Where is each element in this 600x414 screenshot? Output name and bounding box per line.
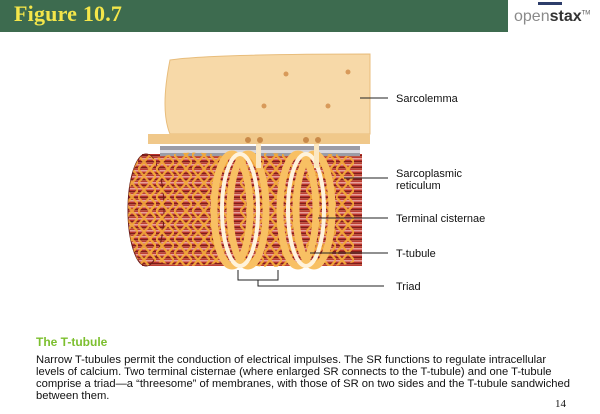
sarcolemma bbox=[148, 54, 370, 144]
label-sarcolemma: Sarcolemma bbox=[396, 93, 458, 105]
logo-light-text: open bbox=[514, 8, 550, 25]
section-title: The T-tubule bbox=[36, 335, 107, 349]
label-sarcoplasmic-line2: reticulum bbox=[396, 180, 462, 192]
logo-bold-text: stax bbox=[550, 8, 582, 25]
caption-text: Narrow T-tubules permit the conduction o… bbox=[36, 354, 576, 402]
label-terminal-cisternae: Terminal cisternae bbox=[396, 213, 485, 225]
label-t-tubule: T-tubule bbox=[396, 248, 436, 260]
page-number: 14 bbox=[555, 398, 566, 410]
label-triad: Triad bbox=[396, 281, 421, 293]
label-sarcoplasmic-line1: Sarcoplasmic bbox=[396, 168, 462, 180]
label-sarcoplasmic-reticulum: Sarcoplasmic reticulum bbox=[396, 168, 462, 192]
logo-trademark: TM bbox=[582, 11, 591, 17]
triad-bracket bbox=[238, 270, 384, 286]
t-tubule-diagram bbox=[120, 50, 390, 290]
logo-accent-line bbox=[538, 2, 562, 5]
logo-wordmark: openstaxTM bbox=[514, 8, 590, 26]
figure-title: Figure 10.7 bbox=[14, 1, 122, 27]
